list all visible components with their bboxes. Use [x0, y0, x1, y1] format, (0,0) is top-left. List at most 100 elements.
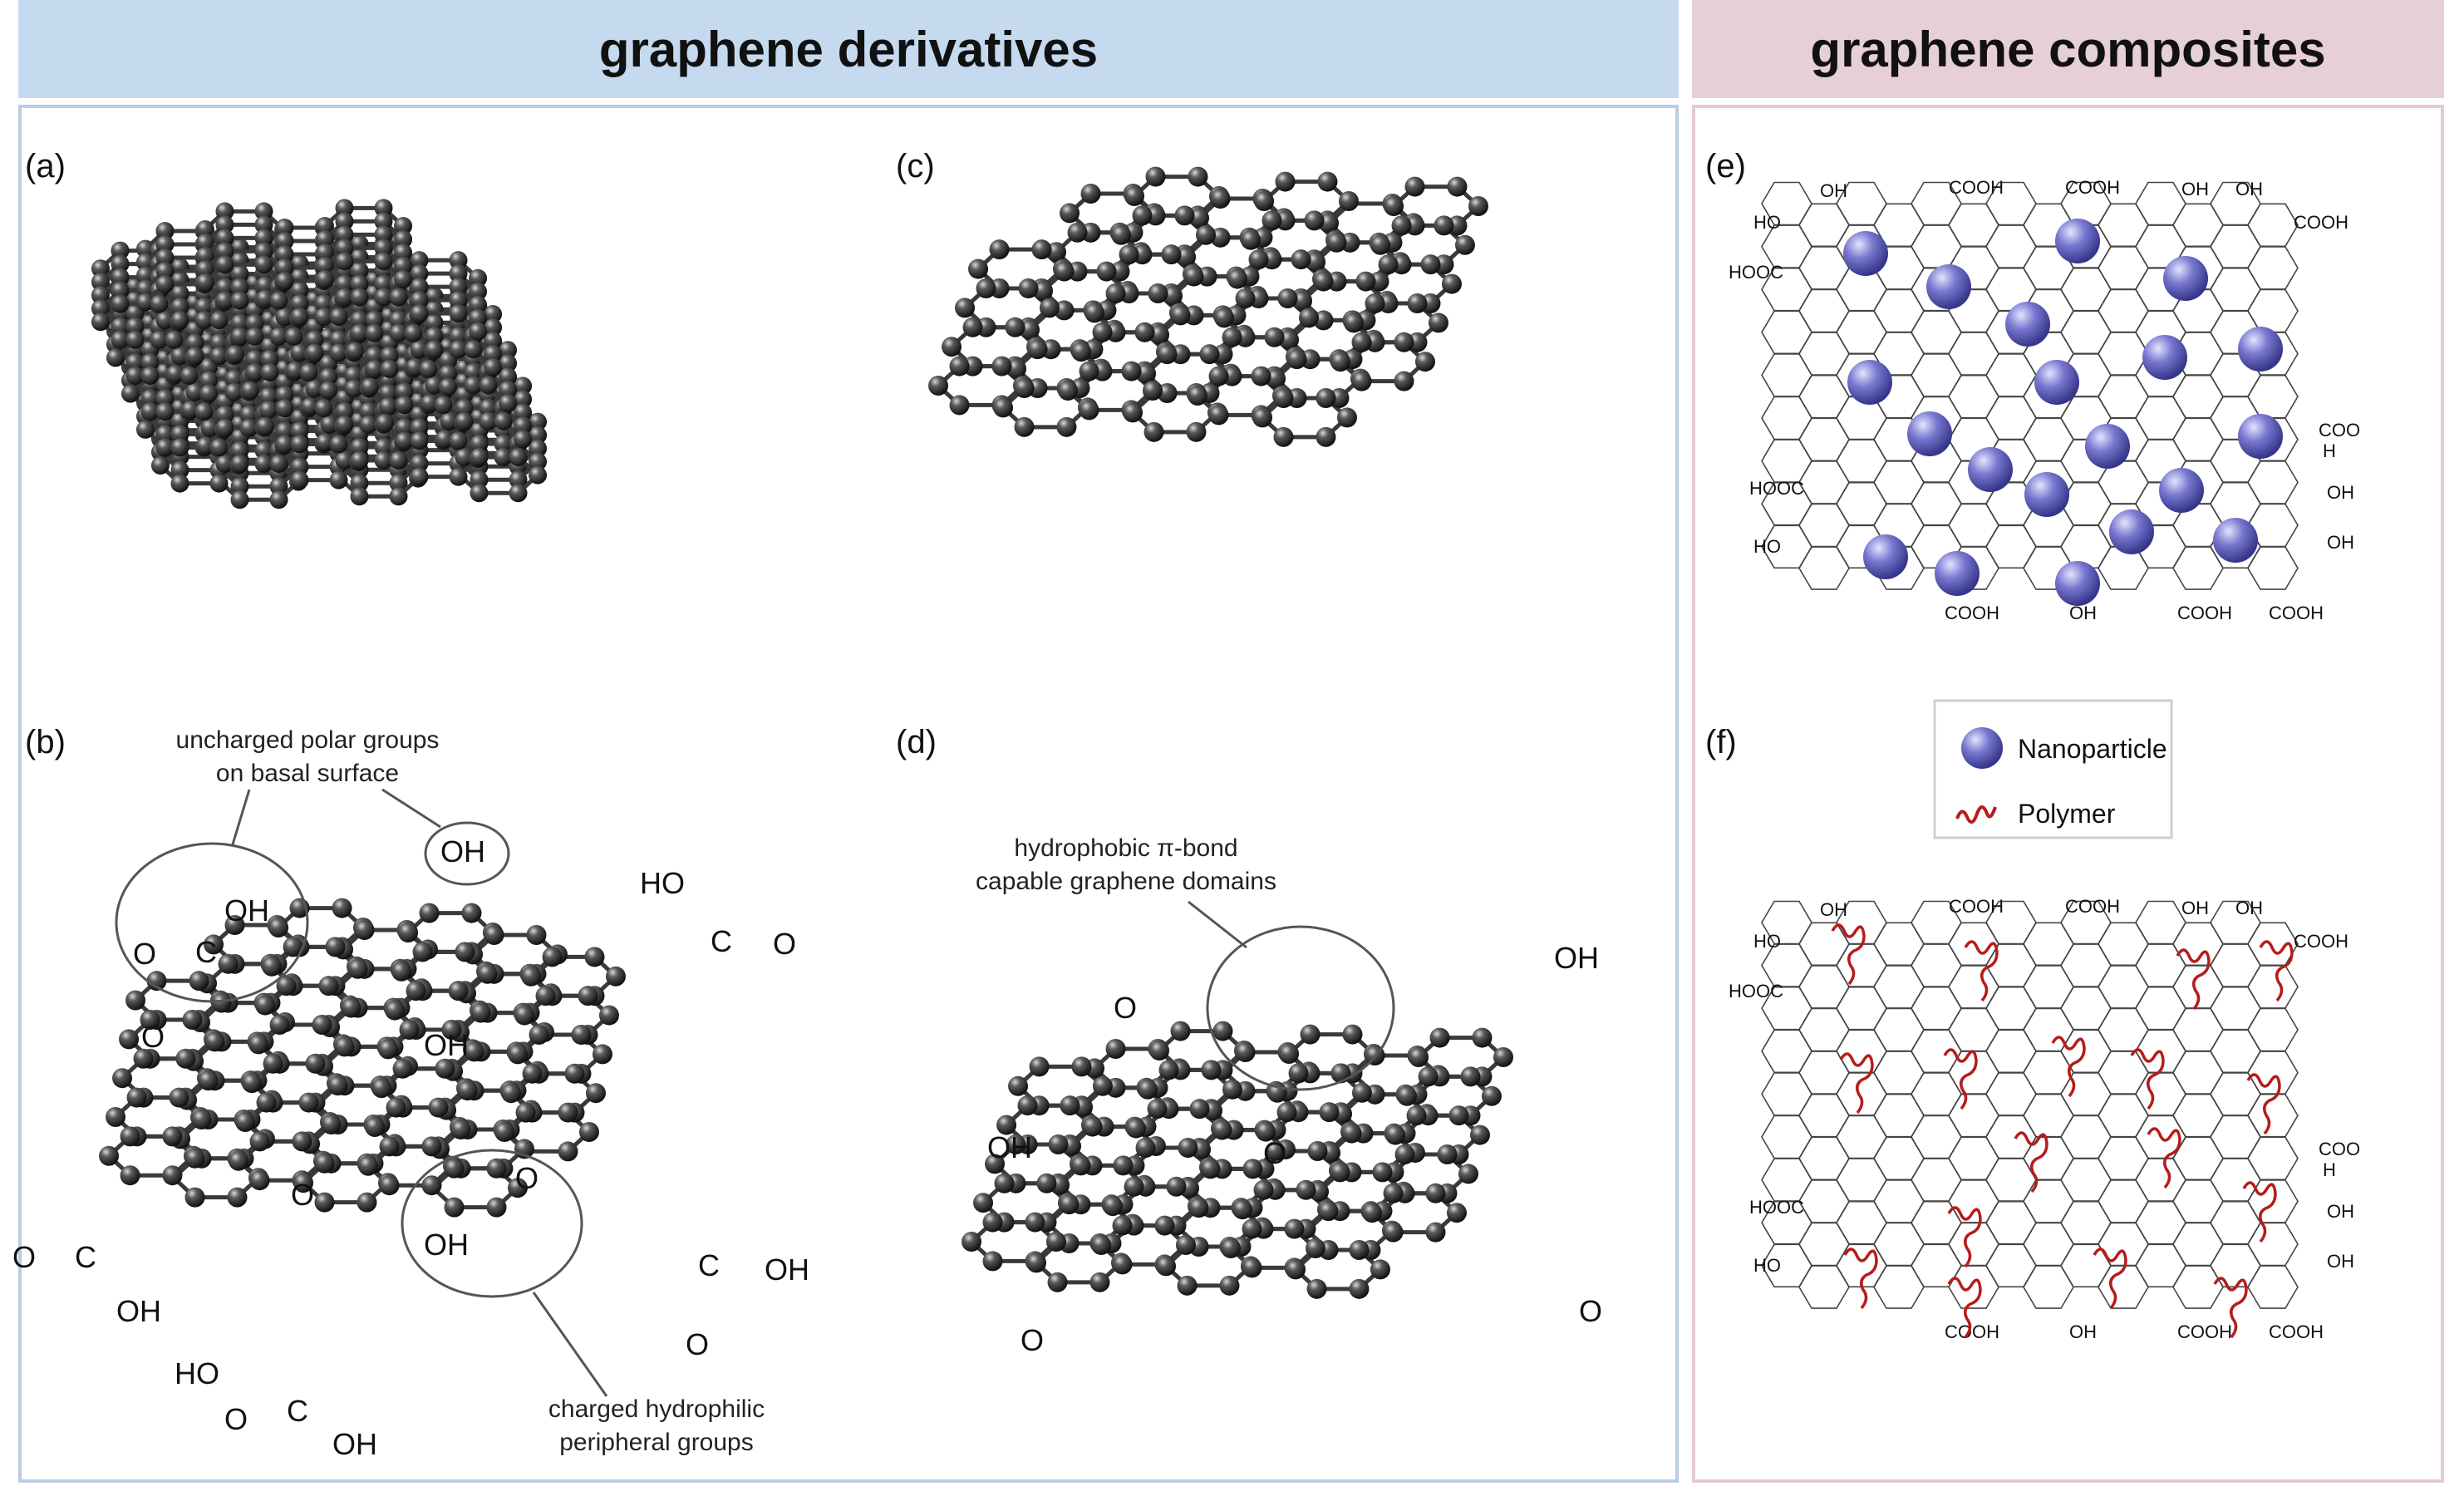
carbon-atom: [1349, 1278, 1370, 1299]
ring-outline: [1761, 1072, 1812, 1116]
carbon-atom: [321, 1114, 342, 1134]
carbon-atom: [1145, 166, 1166, 187]
carbon-atom: [398, 923, 419, 942]
carbon-atom: [564, 1063, 585, 1084]
carbon-atom: [354, 919, 375, 940]
carbon-atom: [91, 286, 110, 305]
ring-outline: [2135, 1200, 2186, 1245]
carbon-atom: [230, 291, 249, 310]
carbon-atom: [170, 347, 189, 366]
carbon-atom: [379, 397, 398, 416]
ring-outline: [1911, 310, 1962, 355]
carbon-atom: [514, 430, 533, 449]
panel-label-e: (e): [1705, 148, 1746, 185]
carbon-atom: [91, 299, 110, 318]
ring-outline: [2172, 374, 2224, 419]
carbon-atom: [1103, 1196, 1124, 1217]
carbon-atom: [245, 363, 264, 382]
carbon-atom: [215, 255, 234, 274]
ring-outline: [2210, 986, 2261, 1031]
carbon-atom: [395, 382, 414, 401]
ring-outline: [2098, 965, 2149, 1009]
chem-cooh: COOH: [1949, 896, 2004, 917]
carbon-atom: [335, 288, 354, 307]
carbon-atom: [204, 1031, 225, 1052]
carbon-atom: [255, 995, 276, 1016]
carbon-atom: [230, 313, 249, 332]
carbon-atom: [962, 1232, 982, 1252]
carbon-atom: [140, 402, 160, 421]
carbon-atom: [470, 484, 489, 503]
legend-polymer-label: Polymer: [2018, 799, 2116, 829]
ring-outline: [1985, 1115, 2037, 1159]
carbon-atom: [1080, 183, 1101, 204]
carbon-atom: [486, 1197, 507, 1218]
ring-outline: [1911, 986, 1962, 1031]
carbon-atom: [300, 397, 319, 416]
polymer-chain: [1964, 940, 1999, 1002]
carbon-atom: [399, 1019, 420, 1040]
carbon-atom: [1235, 288, 1256, 308]
carbon-atom: [135, 266, 155, 285]
carbon-atom: [394, 217, 413, 235]
chem-c: C: [711, 924, 732, 958]
chem-o: O: [291, 1178, 314, 1212]
carbon-atom: [1264, 327, 1285, 347]
carbon-atom: [526, 924, 547, 945]
carbon-atom: [949, 356, 970, 376]
carbon-atom: [521, 966, 542, 987]
carbon-atom: [344, 379, 363, 398]
carbon-atom: [405, 358, 424, 376]
carbon-atom: [359, 415, 378, 434]
carbon-atom: [290, 294, 309, 313]
carbon-atom: [106, 1107, 126, 1127]
nanoparticle: [2163, 256, 2208, 301]
nanoparticle: [2238, 327, 2283, 372]
carbon-atom: [469, 295, 488, 314]
chem-o: O: [12, 1240, 36, 1274]
ring-outline: [2060, 310, 2112, 355]
carbon-atom: [111, 330, 130, 349]
carbon-atom: [1221, 1238, 1242, 1258]
carbon-atom: [269, 327, 288, 346]
carbon-atom: [335, 225, 354, 244]
carbon-atom: [275, 399, 294, 418]
carbon-atom: [365, 360, 384, 379]
carbon-atom: [1406, 1105, 1427, 1126]
ring-outline: [2247, 203, 2299, 248]
carbon-atom: [989, 239, 1010, 260]
chem-o: O: [1021, 1323, 1044, 1357]
carbon-atom: [345, 342, 364, 361]
carbon-atom: [125, 317, 145, 336]
carbon-atom: [1121, 361, 1142, 381]
carbon-atom: [1318, 1201, 1339, 1222]
carbon-atom: [262, 956, 283, 977]
carbon-atom: [1059, 1194, 1080, 1215]
carbon-atom: [1071, 342, 1092, 362]
carbon-atom: [146, 971, 167, 992]
carbon-atom: [1242, 1257, 1262, 1278]
ring-outline: [1798, 1093, 1850, 1138]
nanoparticle: [2109, 509, 2154, 554]
carbon-atom: [209, 474, 229, 493]
carbon-atom: [374, 252, 393, 271]
carbon-atom: [242, 1073, 263, 1094]
ring-outline: [1985, 1200, 2037, 1245]
carbon-atom: [1212, 1120, 1232, 1140]
carbon-atom: [928, 376, 949, 396]
nanoparticle: [2024, 472, 2069, 517]
carbon-atom: [484, 305, 503, 323]
nanoparticle: [2159, 468, 2204, 513]
chem-cooh: COOH: [2177, 603, 2232, 623]
carbon-atom: [1242, 1218, 1262, 1239]
ring-outline: [2135, 1243, 2186, 1288]
carbon-atom: [120, 384, 140, 403]
carbon-atom: [1284, 1218, 1305, 1239]
carbon-atom: [515, 1102, 536, 1123]
carbon-atom: [1330, 1162, 1350, 1183]
carbon-atom: [529, 465, 548, 485]
ring-outline: [2247, 1051, 2299, 1095]
carbon-atom: [464, 1041, 484, 1062]
carbon-atom: [332, 898, 352, 918]
carbon-atom: [1170, 305, 1191, 326]
